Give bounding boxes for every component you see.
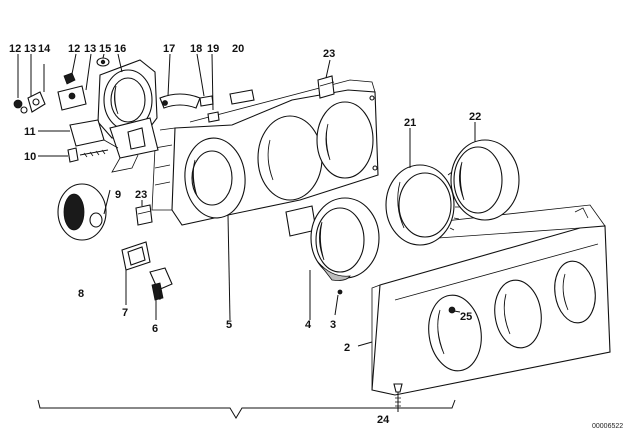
callout-17: 17	[163, 43, 175, 55]
part-23-clip-bottom	[135, 204, 153, 226]
part-6-switch	[149, 267, 173, 301]
callout-23-top: 23	[323, 48, 335, 60]
callout-15: 15	[99, 43, 111, 55]
part-16-blower-cover	[97, 59, 158, 139]
callout-13b: 13	[84, 43, 96, 55]
part-8-grommet	[57, 183, 107, 241]
callout-16: 16	[114, 43, 126, 55]
callout-9: 9	[115, 189, 121, 201]
part-13b-clip	[57, 85, 87, 111]
callout-5: 5	[226, 319, 232, 331]
callout-22: 22	[469, 111, 481, 123]
part-14-bracket	[27, 91, 46, 113]
part-10-cable-pin	[67, 147, 109, 163]
callout-12b: 12	[68, 43, 80, 55]
part-11-lever-assembly	[69, 117, 159, 173]
part-3-screw	[337, 289, 343, 295]
callout-12a: 12	[9, 43, 21, 55]
part-12-screw	[13, 99, 28, 114]
callout-14: 14	[38, 43, 51, 55]
part-21-knob-ring	[385, 164, 461, 246]
callout-18: 18	[190, 43, 202, 55]
callout-10: 10	[24, 151, 36, 163]
callout-6: 6	[152, 323, 158, 335]
callout-11: 11	[24, 126, 36, 138]
part-20-adapter	[229, 89, 255, 105]
part-24-screw	[393, 383, 403, 412]
callout-8: 8	[78, 288, 84, 300]
part-15-grommet	[96, 57, 110, 67]
callout-3: 3	[330, 319, 336, 331]
callout-13a: 13	[24, 43, 36, 55]
leader-lines	[17, 53, 476, 419]
catalog-code: 00006522	[592, 423, 623, 430]
callout-21: 21	[404, 117, 416, 129]
part-5-main-housing	[151, 79, 379, 226]
part-4-knob	[285, 197, 380, 281]
callout-2: 2	[344, 342, 350, 354]
part-17-cable-fitting	[159, 93, 201, 109]
callout-4: 4	[305, 319, 312, 331]
part-25-screw	[448, 306, 456, 314]
part-7-gasket	[121, 241, 151, 271]
callout-25: 25	[460, 311, 472, 323]
callout-labels: 12 13 14 12 13 15 16 17 18 19 20 23 21 2…	[9, 43, 623, 430]
part-22-knob	[450, 139, 520, 221]
callout-24: 24	[377, 414, 390, 426]
part-23-clip-top	[317, 75, 335, 99]
part-2-front-bezel	[371, 204, 611, 396]
part-12b-nut	[63, 72, 76, 85]
callout-20: 20	[232, 43, 244, 55]
part-9-pointer	[103, 189, 111, 215]
callout-7: 7	[122, 307, 128, 319]
callout-19: 19	[207, 43, 219, 55]
part-18-19-clips	[199, 95, 220, 123]
callout-23-bottom: 23	[135, 189, 147, 201]
